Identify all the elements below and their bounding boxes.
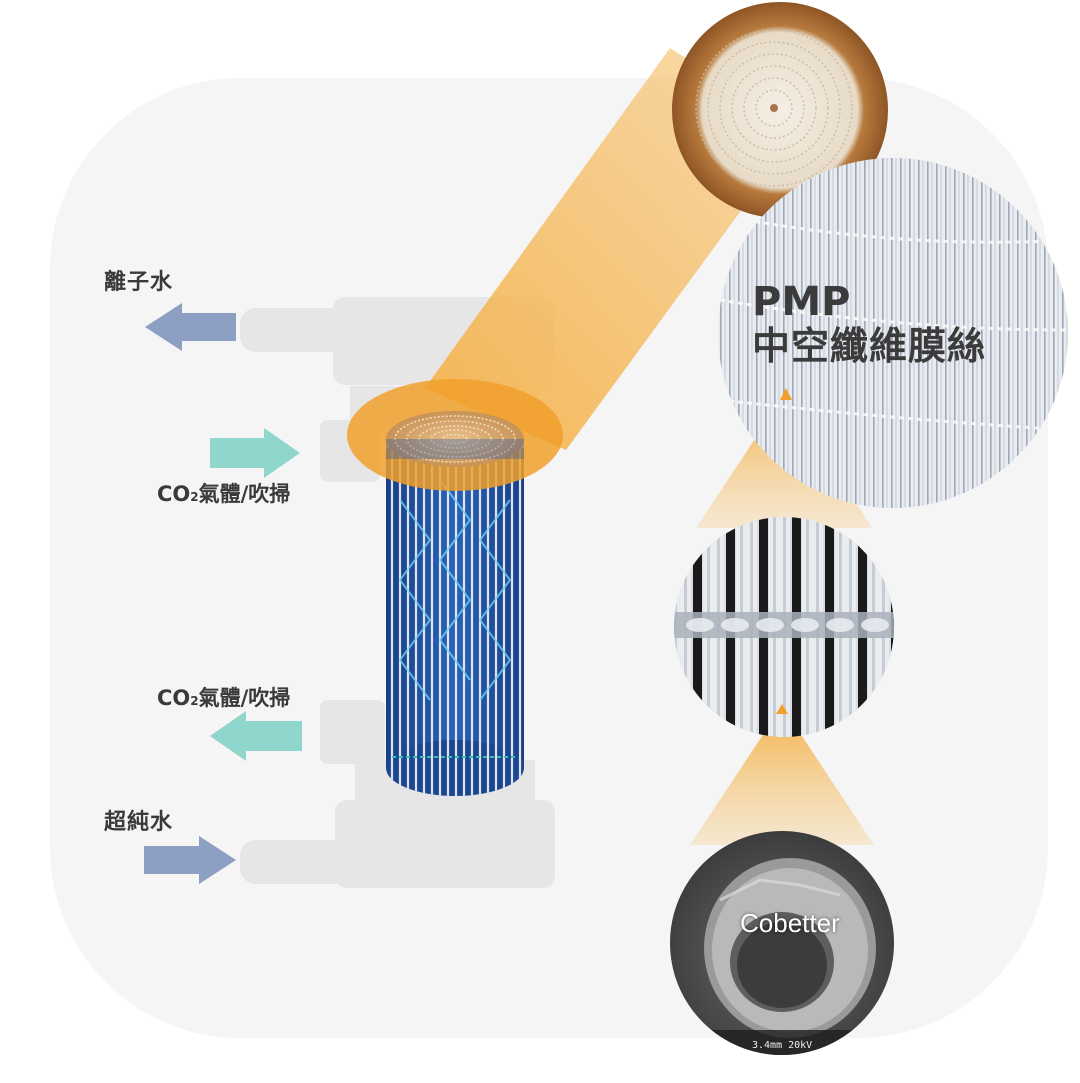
co2-in-prefix: CO [157, 482, 191, 506]
contactor-housing [240, 297, 555, 888]
zoom-beam-low [690, 706, 874, 845]
di-water-label: 離子水 [104, 270, 174, 295]
co2-out-prefix: CO [157, 686, 191, 710]
pointer-nub-mid [780, 388, 792, 400]
pointer-nub-low [776, 704, 788, 714]
co2-out-arrow [210, 711, 302, 761]
pmp-title-line1: PMP [752, 279, 851, 325]
sem-brand-watermark: Cobetter [740, 908, 840, 938]
hollow-fiber-closeup [718, 158, 1068, 508]
co2-in-arrow [210, 428, 300, 478]
end-face-photo [672, 2, 888, 218]
di-water-out-arrow [145, 303, 236, 351]
sem-cross-section [670, 831, 894, 1055]
co2-out-label: CO2氣體/吹掃 [157, 682, 290, 712]
fiber-bundle-photo [674, 517, 894, 737]
co2-in-subscript: 2 [190, 490, 199, 504]
upw-in-arrow [144, 836, 236, 884]
pmp-callout-title: PMP 中空纖維膜絲 [752, 280, 986, 367]
co2-out-text: 氣體/吹掃 [198, 686, 291, 710]
co2-in-text: 氣體/吹掃 [198, 482, 291, 506]
membrane-cartridge [347, 379, 563, 796]
ultrapure-water-label: 超純水 [104, 810, 174, 835]
pmp-title-line2: 中空纖維膜絲 [752, 323, 987, 368]
sem-scale-bar-text: 3.4mm 20kV [752, 1040, 813, 1051]
co2-out-subscript: 2 [190, 694, 199, 708]
co2-in-label: CO2氣體/吹掃 [157, 478, 290, 508]
